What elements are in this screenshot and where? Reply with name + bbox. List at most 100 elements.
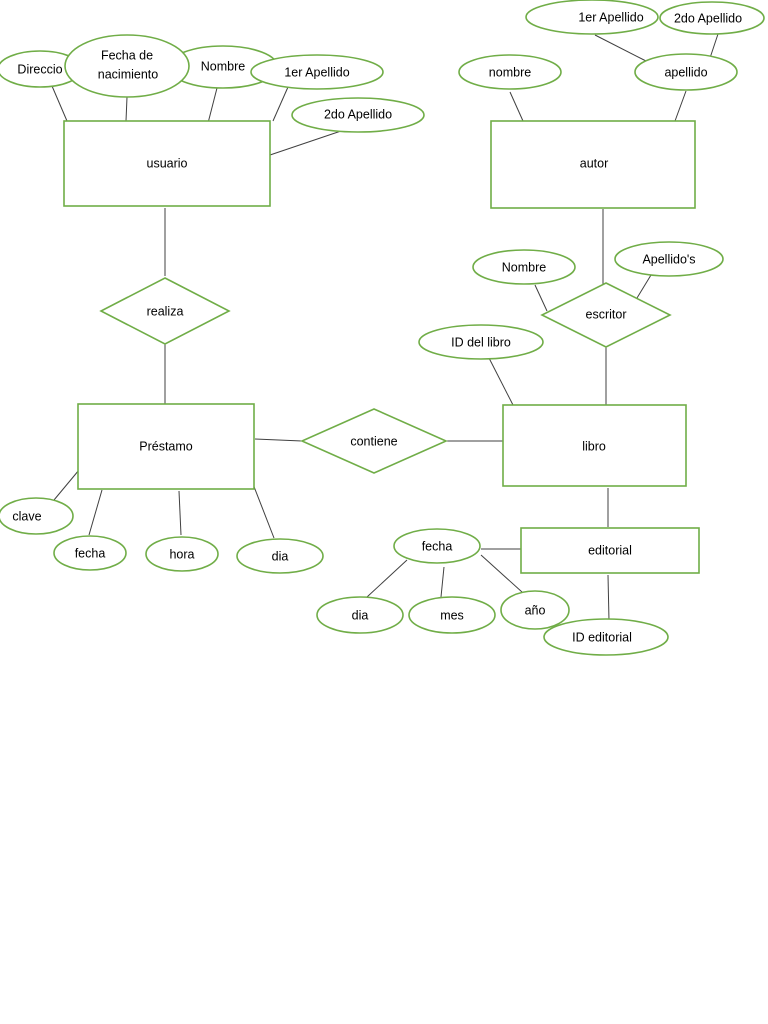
attribute-autor-2do-apellido-ellipse: [659, 1, 765, 35]
attribute-prestamo-dia-ellipse: [236, 538, 324, 574]
attribute-editorial-fecha[interactable]: fecha: [393, 528, 481, 564]
entity-autor-label: autor: [580, 156, 609, 170]
attribute-editorial-id-ellipse: [543, 618, 669, 656]
attribute-usuario-nombre-label: Nombre: [201, 59, 246, 73]
attribute-editorial-fecha-mes[interactable]: mes: [408, 596, 496, 634]
connector-apellido-2do: [709, 33, 719, 59]
attribute-usuario-1er-apellido-label: 1er Apellido: [284, 65, 349, 79]
attribute-usuario-1er-apellido[interactable]: 1er Apellido: [250, 54, 384, 90]
attribute-escritor-nombre-ellipse: [472, 249, 576, 285]
connector-prestamo-hora: [178, 490, 182, 536]
attribute-libro-id-ellipse: [418, 324, 544, 360]
attribute-libro-id-label: ID del libro: [451, 335, 511, 349]
attribute-usuario-fecha-nacimiento-line1: Fecha de: [101, 48, 153, 62]
connector-prestamo-contiene: [254, 438, 303, 442]
entity-editorial-box: [520, 527, 700, 574]
relationship-escritor[interactable]: escritor: [540, 282, 672, 348]
attribute-autor-nombre-label: nombre: [489, 65, 531, 79]
entity-prestamo-box: [77, 403, 255, 490]
attribute-editorial-fecha-dia-ellipse: [316, 596, 404, 634]
relationship-realiza-label: realiza: [147, 304, 184, 318]
connector-escritor-apellidos: [636, 274, 652, 299]
attribute-prestamo-clave-label: clave: [12, 509, 41, 523]
connector-fecha-dia: [366, 559, 408, 598]
connector-prestamo-clave: [53, 469, 80, 501]
entity-usuario-box: [63, 120, 271, 207]
attribute-autor-nombre-ellipse: [458, 54, 562, 90]
attribute-autor-nombre[interactable]: nombre: [458, 54, 562, 90]
connector-usuario-1er-apellido: [272, 86, 289, 122]
attribute-libro-id[interactable]: ID del libro: [418, 324, 544, 360]
attribute-editorial-fecha-mes-ellipse: [408, 596, 496, 634]
connector-fecha-mes: [440, 566, 445, 598]
attribute-autor-apellido[interactable]: apellido: [634, 53, 738, 91]
connector-escritor-nombre: [534, 284, 548, 312]
attribute-escritor-apellidos-ellipse: [614, 241, 724, 277]
entity-libro-label: libro: [582, 439, 606, 453]
entity-usuario[interactable]: usuario: [63, 120, 271, 207]
attribute-prestamo-clave-ellipse: [0, 497, 74, 535]
attribute-prestamo-dia[interactable]: dia: [236, 538, 324, 574]
relationship-contiene[interactable]: contiene: [300, 408, 448, 474]
attribute-escritor-nombre-label: Nombre: [502, 260, 547, 274]
attribute-autor-2do-apellido-label: 2do Apellido: [674, 11, 742, 25]
entity-libro-box: [502, 404, 687, 487]
attribute-editorial-fecha-mes-label: mes: [440, 608, 464, 622]
attribute-autor-apellido-label: apellido: [664, 65, 707, 79]
connector-editorial-id: [607, 574, 610, 622]
attribute-usuario-fecha-nacimiento[interactable]: Fecha de nacimiento: [64, 34, 190, 98]
connector-prestamo-fecha: [88, 489, 103, 536]
attribute-editorial-id[interactable]: ID editorial: [543, 618, 669, 656]
connector-autor-nombre: [509, 91, 524, 122]
connector-fecha-anio: [480, 554, 523, 593]
attribute-usuario-direccion-label: Direccio: [17, 62, 62, 76]
attribute-editorial-fecha-dia[interactable]: dia: [316, 596, 404, 634]
entity-prestamo-label: Préstamo: [139, 439, 193, 453]
attribute-autor-1er-apellido[interactable]: 1er Apellido: [525, 0, 659, 35]
entity-editorial[interactable]: editorial: [520, 527, 700, 574]
relationship-realiza[interactable]: realiza: [99, 277, 231, 345]
attribute-editorial-fecha-ellipse: [393, 528, 481, 564]
attribute-usuario-2do-apellido[interactable]: 2do Apellido: [291, 97, 425, 133]
relationship-contiene-label: contiene: [350, 434, 397, 448]
attribute-autor-1er-apellido-ellipse: [525, 0, 659, 35]
attribute-editorial-fecha-label: fecha: [422, 539, 453, 553]
entity-usuario-label: usuario: [147, 156, 188, 170]
attribute-prestamo-fecha-ellipse: [53, 535, 127, 571]
attribute-prestamo-dia-label: dia: [272, 549, 289, 563]
attribute-usuario-direccion[interactable]: Direccio: [0, 50, 83, 88]
entity-autor[interactable]: autor: [490, 120, 696, 209]
attribute-escritor-nombre[interactable]: Nombre: [472, 249, 576, 285]
connector-usuario-direccion: [51, 85, 68, 122]
attribute-usuario-fecha-nacimiento-line2: nacimiento: [98, 67, 158, 81]
attribute-prestamo-hora-ellipse: [145, 536, 219, 572]
attribute-usuario-2do-apellido-label: 2do Apellido: [324, 107, 392, 121]
attribute-editorial-fecha-anio-label: año: [525, 603, 546, 617]
connector-prestamo-dia: [252, 483, 275, 539]
attribute-prestamo-hora-label: hora: [169, 547, 194, 561]
entity-editorial-label: editorial: [588, 543, 632, 557]
entity-prestamo[interactable]: Préstamo: [77, 403, 255, 490]
attribute-prestamo-fecha-label: fecha: [75, 546, 106, 560]
entity-libro[interactable]: libro: [502, 404, 687, 487]
attribute-prestamo-clave[interactable]: clave: [0, 497, 74, 535]
connector-apellido-1er: [594, 34, 649, 63]
attribute-autor-1er-apellido-label: 1er Apellido: [578, 10, 643, 24]
attribute-editorial-fecha-anio-ellipse: [500, 590, 570, 630]
attribute-escritor-apellidos[interactable]: Apellido's: [614, 241, 724, 277]
attribute-autor-2do-apellido[interactable]: 2do Apellido: [659, 1, 765, 35]
attribute-prestamo-hora[interactable]: hora: [145, 536, 219, 572]
entity-autor-box: [490, 120, 696, 209]
connector-usuario-2do-apellido: [269, 130, 342, 156]
relationship-contiene-diamond: [300, 408, 448, 474]
attribute-prestamo-fecha[interactable]: fecha: [53, 535, 127, 571]
connector-autor-apellido: [674, 90, 687, 122]
attribute-usuario-2do-apellido-ellipse: [291, 97, 425, 133]
attribute-usuario-1er-apellido-ellipse: [250, 54, 384, 90]
attribute-usuario-fecha-nacimiento-ellipse: [64, 34, 190, 98]
attribute-editorial-id-label: ID editorial: [572, 630, 632, 644]
attribute-editorial-fecha-anio[interactable]: año: [500, 590, 570, 630]
relationship-escritor-label: escritor: [586, 307, 627, 321]
connector-libro-id: [488, 357, 514, 406]
